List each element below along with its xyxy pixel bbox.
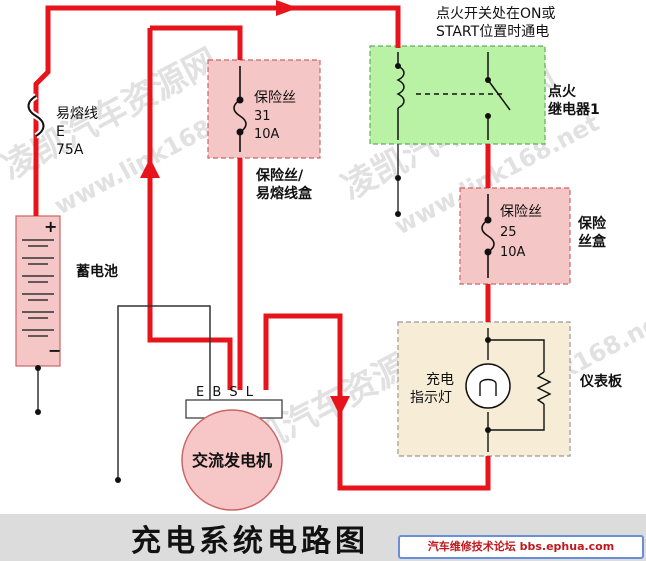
- relay-coil-node: [395, 63, 401, 69]
- flow-arrow-left: [140, 158, 160, 178]
- cluster-circuit: [487, 328, 552, 452]
- alternator-terminals-label: E B S L: [196, 385, 255, 400]
- cluster-label: 仪表板: [579, 373, 623, 390]
- lamp-label-line2: 指示灯: [410, 390, 452, 406]
- battery-ground-node: [35, 365, 41, 371]
- fuse25-box-label-line2: 丝盒: [578, 233, 607, 250]
- fuse25-rating: 10A: [500, 245, 526, 260]
- alternator-ground-end: [115, 477, 121, 483]
- alternator-body: [181, 409, 283, 511]
- cluster-node-bottom: [485, 427, 491, 433]
- relay-ground-node: [395, 175, 401, 181]
- battery-minus: −: [48, 341, 61, 360]
- fuse25-name: 保险丝: [500, 204, 542, 220]
- lamp-label-line1: 充电: [426, 372, 454, 388]
- fuse31-number: 31: [254, 109, 271, 124]
- fuse25-box-label-line1: 保险: [577, 215, 607, 232]
- source-badge: 汽车维修技术论坛 bbs.ephua.com: [398, 535, 644, 559]
- relay-out-node: [485, 113, 491, 119]
- fuse31-name: 保险丝: [254, 90, 296, 106]
- fuse25-number: 25: [500, 225, 517, 240]
- fusible-link-code: E: [56, 124, 65, 140]
- relay-contact-node: [485, 77, 491, 83]
- relay-symbol: [396, 52, 511, 140]
- alternator-e-ground-wire: [117, 305, 211, 480]
- relay-label-line1: 点火: [548, 83, 577, 100]
- fuse31-feed-wire: [150, 25, 243, 60]
- fuse31-node-top: [236, 96, 244, 104]
- fuse-box-label-line1: 保险丝/: [255, 167, 304, 184]
- battery-plus: +: [44, 217, 57, 236]
- fusible-link-rating: 75A: [56, 142, 84, 158]
- battery-ground-end: [35, 409, 41, 415]
- fusible-link-symbol: [27, 95, 45, 137]
- flow-arrow-top: [276, 0, 298, 16]
- fuse25-node-top: [484, 216, 492, 224]
- cluster-node-top: [485, 337, 491, 343]
- fuse25-symbol: [481, 194, 495, 278]
- main-feed-wire: [33, 5, 401, 216]
- fuse-box-25: [459, 187, 571, 285]
- fuse25-node-bottom: [484, 248, 492, 256]
- battery-b-terminal-wire: [147, 28, 233, 390]
- ignition-note-line2: START位置时通电: [436, 24, 549, 40]
- ignition-relay-box: [369, 45, 546, 145]
- fuse31-node-bottom: [236, 128, 244, 136]
- alternator-label: 交流发电机: [192, 451, 272, 470]
- relay-ground-end: [395, 211, 401, 217]
- charge-lamp-filament: [479, 378, 497, 396]
- fuse31-rating: 10A: [254, 127, 280, 142]
- fusible-link-name: 易熔线: [56, 106, 98, 122]
- battery-label: 蓄电池: [76, 263, 118, 280]
- page-title: 充电系统电路图: [131, 524, 369, 559]
- fuse-box-31: [207, 59, 321, 159]
- charge-lamp-bulb: [465, 363, 511, 409]
- flow-arrow-right: [330, 396, 350, 416]
- battery-cells: [22, 239, 54, 337]
- fuse-box-label-line2: 易熔线盒: [256, 185, 313, 202]
- relay-label-line2: 继电器1: [548, 101, 600, 118]
- ignition-note-line1: 点火开关处在ON或: [436, 6, 556, 22]
